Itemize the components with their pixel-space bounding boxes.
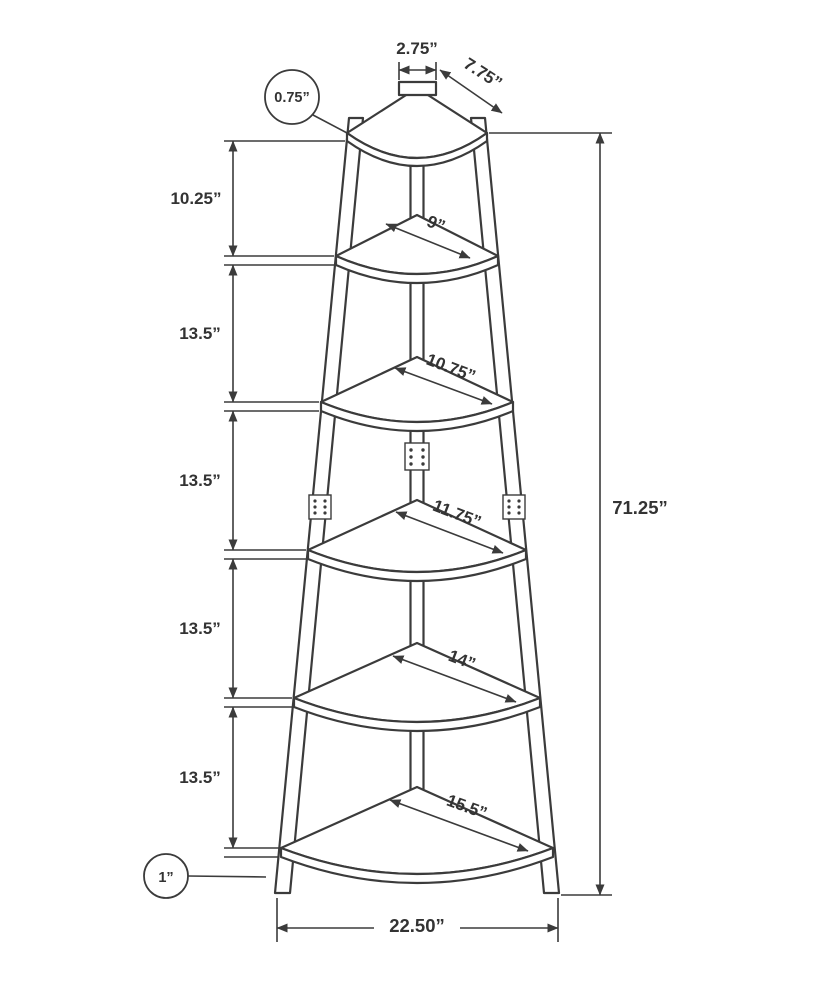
dim-shelf-2-depth: [394, 367, 493, 405]
dimension-lines: [187, 62, 612, 942]
shelf-4-edge: [292, 696, 542, 733]
base-thickness-callout: [143, 853, 189, 899]
center-mounting-plate: [404, 442, 430, 471]
base-width-label: 22.50”: [389, 915, 445, 936]
material-thickness-label: 0.75”: [274, 90, 309, 106]
shelf-3-edge: [306, 548, 528, 583]
right-mounting-plate: [502, 494, 526, 520]
dim-shelf-4-depth: [392, 655, 517, 703]
shelf-1-edge: [334, 254, 500, 285]
dim-shelf-1-depth: [385, 223, 471, 259]
top-width-label: 2.75”: [396, 39, 438, 58]
leader-material-thickness: [312, 114, 350, 135]
material-thickness-callout: [264, 69, 320, 125]
dimension-labels: 2.75” 7.75” 0.75” 1” 10.25” 13.5” 13.5” …: [158, 39, 667, 936]
dim-top-edge: [439, 69, 503, 114]
spacing-1-label: 10.25”: [170, 189, 221, 208]
top-edge-depth-label: 7.75”: [460, 54, 505, 93]
left-mounting-plate: [308, 494, 332, 520]
dim-shelf-3-depth: [395, 511, 504, 554]
base-thickness-label: 1”: [158, 870, 173, 886]
leader-base-thickness: [187, 875, 267, 878]
spacing-5-label: 13.5”: [179, 768, 221, 787]
overall-height-label: 71.25”: [612, 497, 668, 518]
dim-shelf-5-depth: [389, 799, 529, 852]
top-notch: [397, 80, 438, 97]
shelf-5-edge: [279, 846, 555, 885]
mounting-plates: [308, 442, 526, 520]
spacing-3-label: 13.5”: [179, 471, 221, 490]
shelf-1-depth-label: 9”: [424, 212, 448, 236]
top-platform-edge: [345, 131, 489, 167]
spacing-2-label: 13.5”: [179, 324, 221, 343]
spacing-4-label: 13.5”: [179, 619, 221, 638]
shelf-2-edge: [319, 400, 515, 433]
shelf-unit: [273, 80, 561, 895]
